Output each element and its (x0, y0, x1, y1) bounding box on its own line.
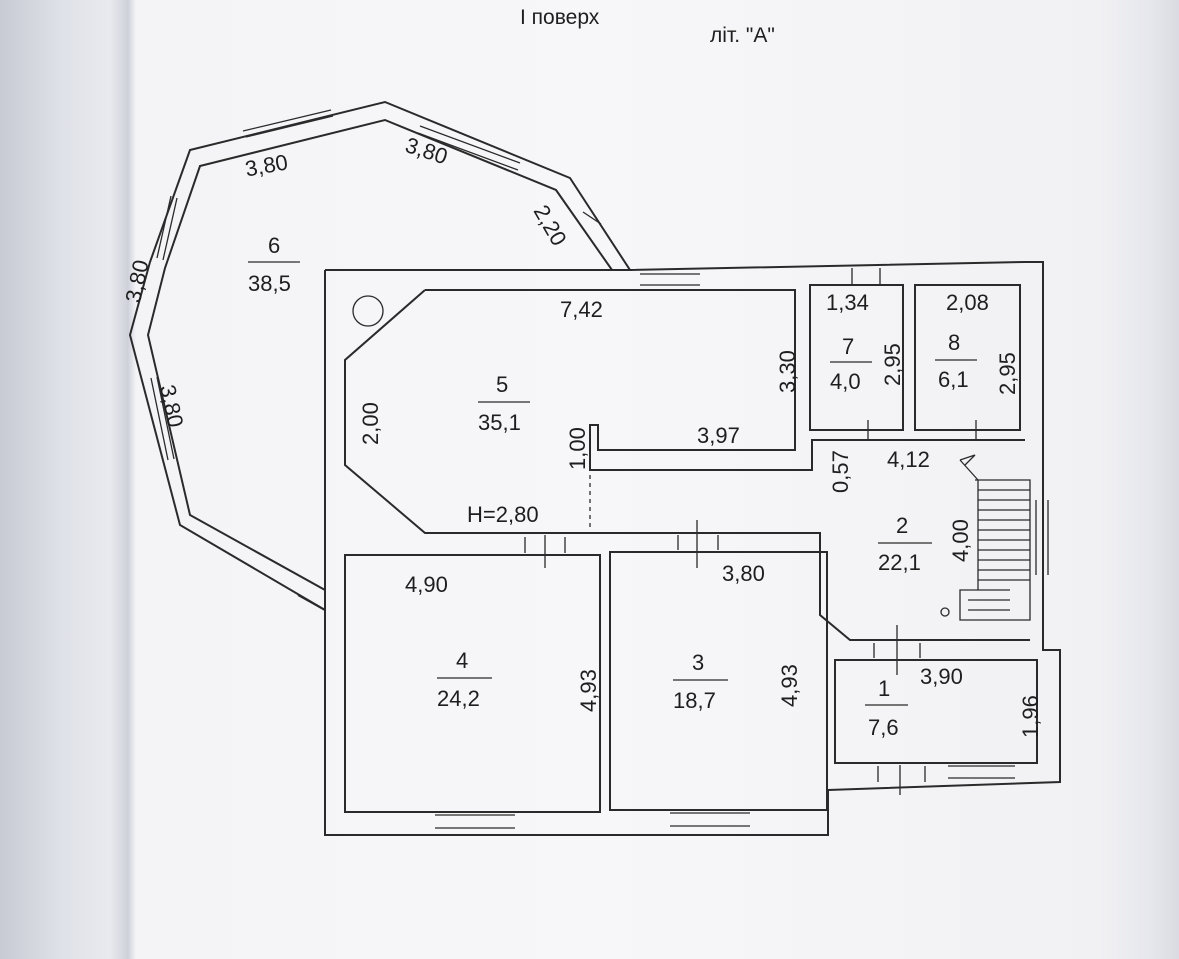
rooms-3-4-walls (344, 520, 828, 829)
dim-r5-lower: 3,97 (697, 423, 740, 448)
dim-r4-width: 4,90 (405, 572, 448, 597)
dim-r3-width: 3,80 (722, 561, 765, 586)
dim-r2-step: 0,57 (828, 450, 853, 493)
dim-r1-width: 3,90 (920, 664, 963, 689)
dim-r6-top-right: 3,80 (402, 132, 450, 169)
room-7-area: 4,0 (830, 369, 861, 394)
rooms-7-8-walls (809, 268, 1021, 440)
room-4-area: 24,2 (437, 686, 480, 711)
floor-title: І поверх (520, 6, 600, 29)
room-2-number: 2 (896, 513, 908, 538)
room-8-number: 8 (948, 330, 960, 355)
dim-r5-step: 1,00 (565, 427, 590, 470)
room-6-bay (128, 100, 632, 612)
dim-r5-left: 2,00 (358, 402, 383, 445)
room-3-area: 18,7 (673, 688, 716, 713)
dim-r1-height: 1,96 (1018, 695, 1043, 738)
dim-r5-width: 7,42 (560, 297, 603, 322)
dim-r8-height: 2,95 (995, 352, 1020, 395)
ceiling-height: H=2,80 (467, 502, 539, 527)
dim-r7-height: 2,95 (880, 343, 905, 386)
dim-r3-height: 4,93 (777, 664, 802, 707)
room-5-number: 5 (496, 372, 508, 397)
room-1-walls (834, 625, 1038, 795)
room-7-number: 7 (842, 334, 854, 359)
room-6-area: 38,5 (248, 271, 291, 296)
dimension-labels: 3,80 3,80 2,20 3,80 3,80 7,42 3,30 2,00 … (120, 132, 1043, 738)
dim-r2-height: 4,00 (948, 519, 973, 562)
dim-r6-right: 2,20 (529, 200, 572, 250)
room-4-number: 4 (456, 648, 468, 673)
dim-r2-width: 4,12 (887, 447, 930, 472)
room-5-walls (344, 273, 1030, 641)
room-labels: 6 38,5 5 35,1 7 4,0 8 6,1 2 22,1 4 24,2 … (248, 233, 977, 740)
room-5-area: 35,1 (478, 410, 521, 435)
room-1-area: 7,6 (868, 715, 899, 740)
room-3-number: 3 (692, 650, 704, 675)
dim-r7-width: 1,34 (826, 290, 869, 315)
dim-r4-height: 4,93 (576, 669, 601, 712)
building-letter: літ. "А" (710, 24, 775, 47)
room-2-area: 22,1 (878, 550, 921, 575)
room-8-area: 6,1 (938, 367, 969, 392)
dim-r6-left: 3,80 (120, 258, 153, 305)
dim-r5-height: 3,30 (775, 350, 800, 393)
room-6-number: 6 (268, 233, 280, 258)
room-2-stairs (940, 454, 1049, 621)
dim-r8-width: 2,08 (946, 290, 989, 315)
room-1-number: 1 (878, 676, 890, 701)
